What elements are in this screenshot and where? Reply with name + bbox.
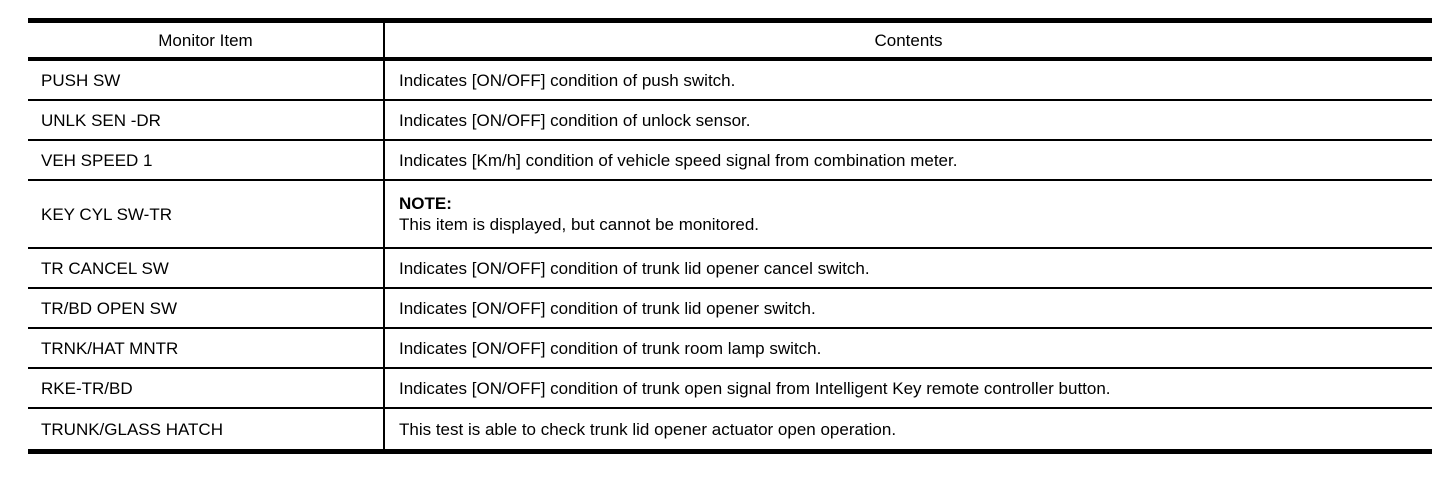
monitor-item-cell: TR CANCEL SW xyxy=(28,249,385,287)
header-contents: Contents xyxy=(874,30,943,50)
monitor-item-cell: RKE-TR/BD xyxy=(28,369,385,407)
monitor-item-cell: PUSH SW xyxy=(28,61,385,99)
table-row: RKE-TR/BD Indicates [ON/OFF] condition of… xyxy=(28,369,1432,409)
contents-cell: Indicates [ON/OFF] condition of trunk li… xyxy=(399,298,816,318)
contents-cell: Indicates [ON/OFF] condition of trunk ro… xyxy=(399,338,822,358)
table-row: TR CANCEL SW Indicates [ON/OFF] condition… xyxy=(28,249,1432,289)
contents-cell: Indicates [ON/OFF] condition of unlock s… xyxy=(399,110,751,130)
table-body: PUSH SW Indicates [ON/OFF] condition of p… xyxy=(28,61,1432,449)
note-text: This item is displayed, but cannot be mo… xyxy=(399,215,760,234)
monitor-item-cell: UNLK SEN -DR xyxy=(28,101,385,139)
note-label: NOTE: xyxy=(399,194,452,213)
monitor-item-table: Monitor Item Contents PUSH SW Indicates [… xyxy=(28,18,1432,454)
contents-cell: This test is able to check trunk lid ope… xyxy=(399,419,897,439)
contents-cell: Indicates [ON/OFF] condition of trunk op… xyxy=(399,378,1111,398)
table-row: VEH SPEED 1 Indicates [Km/h] condition of… xyxy=(28,141,1432,181)
monitor-item-cell: KEY CYL SW-TR xyxy=(28,181,385,247)
table-row: TRNK/HAT MNTR Indicates [ON/OFF] conditio… xyxy=(28,329,1432,369)
monitor-item-cell: TRUNK/GLASS HATCH xyxy=(28,409,385,449)
table-row: KEY CYL SW-TR NOTE: This item is displayed… xyxy=(28,181,1432,249)
contents-cell: NOTE: This item is displayed, but cannot … xyxy=(385,181,1432,247)
contents-cell: Indicates [Km/h] condition of vehicle sp… xyxy=(399,150,958,170)
table-row: TR/BD OPEN SW Indicates [ON/OFF] conditio… xyxy=(28,289,1432,329)
table-header-row: Monitor Item Contents xyxy=(28,23,1432,61)
contents-cell: Indicates [ON/OFF] condition of trunk li… xyxy=(399,258,870,278)
monitor-item-cell: TR/BD OPEN SW xyxy=(28,289,385,327)
monitor-item-cell: TRNK/HAT MNTR xyxy=(28,329,385,367)
contents-cell: Indicates [ON/OFF] condition of push swi… xyxy=(399,70,736,90)
monitor-item-cell: VEH SPEED 1 xyxy=(28,141,385,179)
header-monitor-item: Monitor Item xyxy=(28,23,385,57)
table-row: UNLK SEN -DR Indicates [ON/OFF] condition… xyxy=(28,101,1432,141)
table-row: PUSH SW Indicates [ON/OFF] condition of p… xyxy=(28,61,1432,101)
table-row: TRUNK/GLASS HATCH This test is able to ch… xyxy=(28,409,1432,449)
